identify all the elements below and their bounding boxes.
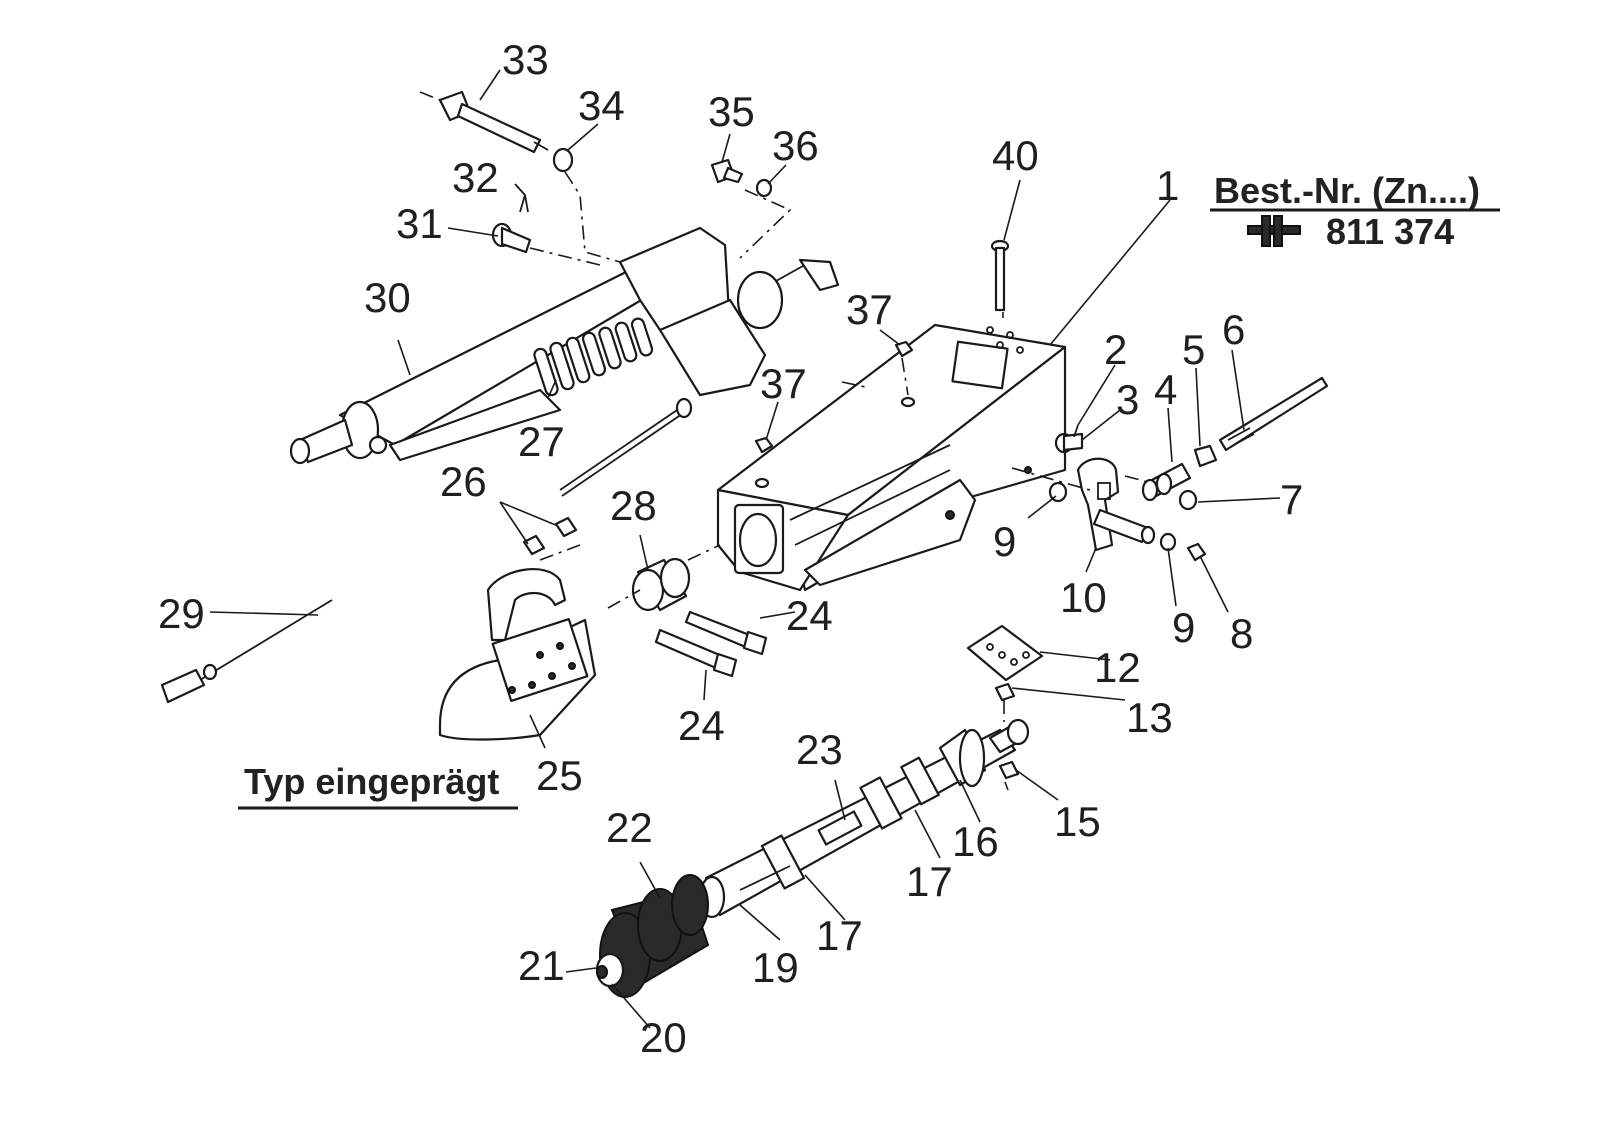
callout-7: 7 [1280, 476, 1303, 523]
callout-15: 15 [1054, 798, 1101, 845]
callout-12: 12 [1094, 644, 1141, 691]
order-info: Best.-Nr. (Zn....) 811 374 [1210, 170, 1500, 252]
callout-10: 10 [1060, 574, 1107, 621]
callout-36: 36 [772, 122, 819, 169]
part-screw-35 [710, 158, 744, 184]
part-nut-26b [522, 534, 546, 556]
part-coupling-head [438, 568, 597, 741]
part-clip-3 [1073, 424, 1079, 438]
part-washer-34 [552, 147, 574, 173]
part-nut-21 [596, 965, 608, 979]
callout-13: 13 [1126, 694, 1173, 741]
part-pin-31 [491, 222, 532, 254]
leader-lines [209, 69, 1281, 1029]
part-bellows [533, 317, 654, 397]
callout-37a: 37 [846, 286, 893, 333]
callout-21: 21 [518, 942, 565, 989]
part-cable-29 [160, 599, 333, 704]
stamp-note-text: Typ eingeprägt [244, 761, 499, 802]
callouts: 1 2 3 4 5 6 7 8 9 9 10 12 13 15 16 17 17… [158, 36, 1303, 1061]
part-nut-37a [894, 340, 914, 358]
callout-20: 20 [640, 1014, 687, 1061]
part-damper [698, 718, 1030, 919]
callout-24a: 24 [786, 592, 833, 639]
part-bolt-33 [438, 90, 549, 154]
callout-6: 6 [1222, 306, 1245, 353]
callout-2: 2 [1104, 326, 1127, 373]
callout-26: 26 [440, 458, 487, 505]
callout-40: 40 [992, 132, 1039, 179]
callout-1: 1 [1156, 162, 1179, 209]
callout-24b: 24 [678, 702, 725, 749]
callout-23: 23 [796, 726, 843, 773]
callout-3: 3 [1116, 376, 1139, 423]
part-bushing-28 [631, 557, 691, 612]
callout-17a: 17 [906, 858, 953, 905]
stamp-note: Typ eingeprägt [238, 761, 518, 810]
part-nut-5 [1193, 444, 1218, 468]
part-washer-9b [1159, 532, 1177, 552]
callout-5: 5 [1182, 326, 1205, 373]
callout-27: 27 [518, 418, 565, 465]
callout-19: 19 [752, 944, 799, 991]
callout-30: 30 [364, 274, 411, 321]
part-cable-27 [559, 397, 693, 497]
part-washer-36 [755, 178, 773, 198]
part-washer-9a [1048, 481, 1068, 503]
callout-29: 29 [158, 590, 205, 637]
part-shaft-10 [1092, 508, 1156, 545]
callout-35: 35 [708, 88, 755, 135]
callout-32: 32 [452, 154, 499, 201]
part-washer-7 [1178, 489, 1198, 511]
callout-33: 33 [502, 36, 549, 83]
callout-28: 28 [610, 482, 657, 529]
order-info-title: Best.-Nr. (Zn....) [1214, 170, 1480, 211]
callout-16: 16 [952, 818, 999, 865]
order-info-number: 811 374 [1326, 211, 1454, 252]
callout-4: 4 [1154, 366, 1177, 413]
part-housing [716, 323, 1067, 592]
part-bolt-24a [684, 610, 768, 656]
part-pin-2 [1054, 432, 1084, 454]
part-nut-15 [998, 760, 1020, 780]
part-nut-13 [994, 682, 1016, 702]
callout-17b: 17 [816, 912, 863, 959]
part-split-pin-32 [514, 183, 529, 213]
part-fork-4 [1141, 462, 1192, 502]
part-nut-37b [754, 436, 774, 454]
callout-34: 34 [578, 82, 625, 129]
callout-9b: 9 [1172, 604, 1195, 651]
callout-25: 25 [536, 752, 583, 799]
callout-9a: 9 [993, 518, 1016, 565]
pin-connector-icon [1247, 215, 1301, 247]
part-bolt-40 [990, 239, 1010, 312]
part-nut-8 [1186, 542, 1207, 562]
assembly-axes [419, 91, 1149, 791]
callout-37b: 37 [760, 360, 807, 407]
part-drawbar [289, 226, 840, 465]
part-rod-6 [1218, 376, 1329, 452]
callout-31: 31 [396, 200, 443, 247]
part-lever-10 [1076, 457, 1120, 552]
part-bolt-24b [654, 628, 738, 678]
callout-8: 8 [1230, 610, 1253, 657]
callout-22: 22 [606, 804, 653, 851]
part-nut-26a [554, 516, 578, 538]
